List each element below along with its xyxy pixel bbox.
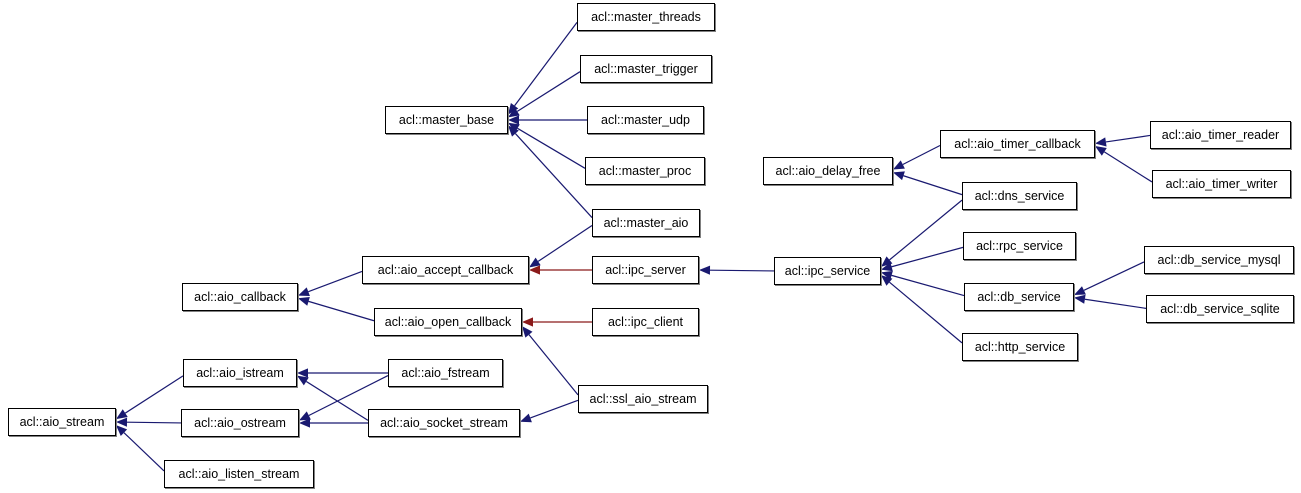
class-node-label: acl::db_service <box>977 289 1061 304</box>
class-node-aio_socket_stream[interactable]: acl::aio_socket_stream <box>368 409 520 437</box>
class-node-label: acl::aio_timer_reader <box>1161 127 1280 142</box>
class-node-master_proc[interactable]: acl::master_proc <box>585 157 705 185</box>
class-node-label: acl::http_service <box>974 339 1066 354</box>
class-node-db_service[interactable]: acl::db_service <box>964 283 1074 311</box>
class-node-aio_istream[interactable]: acl::aio_istream <box>183 359 297 387</box>
class-node-aio_listen_stream[interactable]: acl::aio_listen_stream <box>164 460 314 488</box>
class-node-master_threads[interactable]: acl::master_threads <box>577 3 715 31</box>
class-node-dns_service[interactable]: acl::dns_service <box>962 182 1077 210</box>
class-node-label: acl::ipc_service <box>784 263 871 278</box>
class-node-label: acl::master_trigger <box>594 61 698 76</box>
class-node-label: acl::aio_fstream <box>401 365 490 380</box>
class-node-label: acl::master_base <box>398 112 495 127</box>
class-node-rpc_service[interactable]: acl::rpc_service <box>963 232 1076 260</box>
class-node-aio_open_callback[interactable]: acl::aio_open_callback <box>374 308 522 336</box>
class-node-aio_delay_free[interactable]: acl::aio_delay_free <box>763 157 893 185</box>
class-node-label: acl::aio_istream <box>196 365 284 380</box>
class-node-label: acl::master_udp <box>601 112 690 127</box>
class-node-label: acl::master_threads <box>591 9 701 24</box>
class-node-aio_timer_reader[interactable]: acl::aio_timer_reader <box>1150 121 1291 149</box>
class-node-label: acl::dns_service <box>974 188 1065 203</box>
class-node-label: acl::master_aio <box>603 215 689 230</box>
class-node-aio_fstream[interactable]: acl::aio_fstream <box>388 359 503 387</box>
class-node-label: acl::aio_timer_callback <box>954 136 1081 151</box>
class-node-master_trigger[interactable]: acl::master_trigger <box>580 55 712 83</box>
class-node-label: acl::ipc_server <box>605 262 686 277</box>
class-node-ipc_server[interactable]: acl::ipc_server <box>592 256 699 284</box>
class-node-master_base[interactable]: acl::master_base <box>385 106 508 134</box>
class-node-master_udp[interactable]: acl::master_udp <box>587 106 704 134</box>
class-node-label: acl::aio_stream <box>19 414 105 429</box>
class-node-label: acl::aio_ostream <box>194 415 286 430</box>
class-node-label: acl::rpc_service <box>976 238 1063 253</box>
class-node-ssl_aio_stream[interactable]: acl::ssl_aio_stream <box>578 385 708 413</box>
class-node-label: acl::aio_callback <box>194 289 286 304</box>
class-node-label: acl::db_service_sqlite <box>1160 301 1280 316</box>
class-node-label: acl::master_proc <box>598 163 692 178</box>
class-node-label: acl::aio_socket_stream <box>380 415 508 430</box>
class-node-ipc_client[interactable]: acl::ipc_client <box>592 308 699 336</box>
class-node-label: acl::aio_open_callback <box>384 314 512 329</box>
class-node-label: acl::aio_accept_callback <box>377 262 514 277</box>
class-node-label: acl::ssl_aio_stream <box>589 391 697 406</box>
class-node-aio_timer_callback[interactable]: acl::aio_timer_callback <box>940 130 1095 158</box>
class-node-aio_accept_callback[interactable]: acl::aio_accept_callback <box>362 256 529 284</box>
class-node-db_service_sqlite[interactable]: acl::db_service_sqlite <box>1146 295 1294 323</box>
class-node-ipc_service[interactable]: acl::ipc_service <box>774 257 881 285</box>
class-node-label: acl::db_service_mysql <box>1157 252 1281 267</box>
class-node-aio_timer_writer[interactable]: acl::aio_timer_writer <box>1152 170 1291 198</box>
class-node-aio_callback[interactable]: acl::aio_callback <box>182 283 298 311</box>
class-node-aio_stream[interactable]: acl::aio_stream <box>8 408 116 436</box>
class-node-label: acl::aio_listen_stream <box>178 466 300 481</box>
class-node-label: acl::aio_delay_free <box>775 163 881 178</box>
class-node-aio_ostream[interactable]: acl::aio_ostream <box>181 409 299 437</box>
class-node-label: acl::ipc_client <box>607 314 684 329</box>
class-node-label: acl::aio_timer_writer <box>1165 176 1278 191</box>
class-node-http_service[interactable]: acl::http_service <box>962 333 1078 361</box>
class-node-master_aio[interactable]: acl::master_aio <box>592 209 700 237</box>
class-node-db_service_mysql[interactable]: acl::db_service_mysql <box>1144 246 1294 274</box>
